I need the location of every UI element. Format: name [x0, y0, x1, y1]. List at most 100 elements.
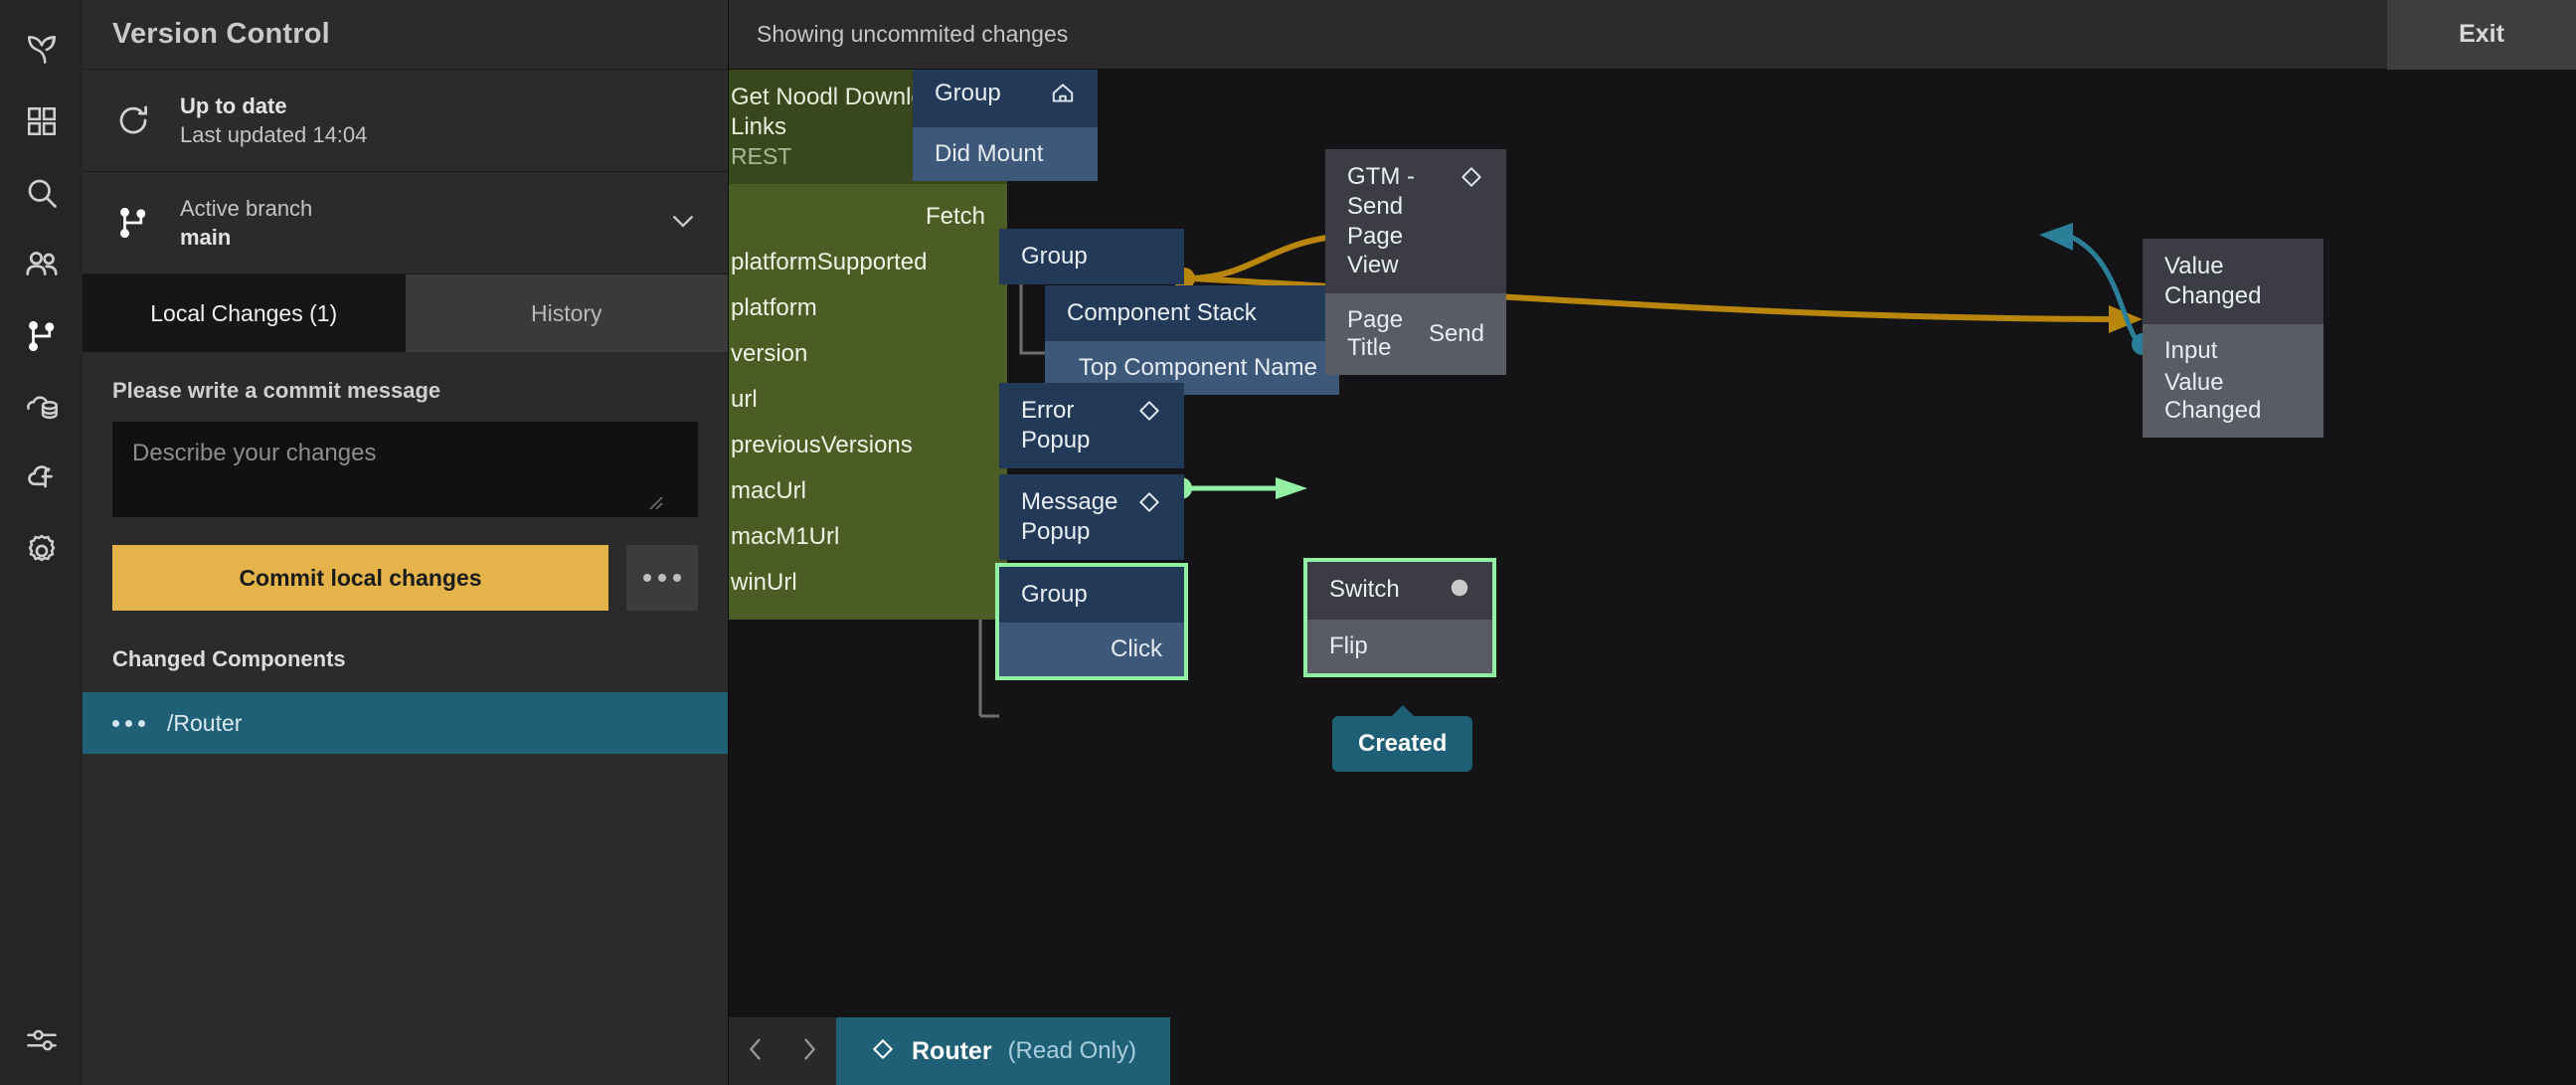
- sync-status-text: Up to date Last updated 14:04: [180, 91, 698, 149]
- tab-local-changes[interactable]: Local Changes (1): [83, 274, 406, 353]
- rail-item-noodl-logo[interactable]: [0, 14, 83, 86]
- node-graph-canvas[interactable]: Get Noodl Download Links REST Fetch plat…: [729, 70, 2576, 1085]
- port-platformsupported[interactable]: platformSupported: [731, 249, 928, 276]
- node-header: Group: [913, 70, 1098, 127]
- commit-message-input[interactable]: [112, 422, 698, 518]
- page-title: Version Control: [83, 0, 728, 70]
- node-header: GTM - Send Page View: [1325, 149, 1506, 293]
- node-title: Switch: [1329, 576, 1400, 603]
- node-header: Group: [999, 229, 1184, 284]
- diamond-icon: [870, 1036, 896, 1067]
- dot: [658, 574, 666, 583]
- diamond-icon: [1136, 489, 1162, 523]
- port-previousversions[interactable]: previousVersions: [731, 432, 913, 459]
- node-header: Value Changed: [2143, 239, 2323, 324]
- commit-more-options-button[interactable]: [626, 545, 698, 612]
- gear-icon: [23, 532, 61, 570]
- node-get-noodl-download-links[interactable]: Get Noodl Download Links REST Fetch plat…: [729, 70, 1007, 621]
- port-did-mount[interactable]: Did Mount: [935, 139, 1044, 167]
- node-title: Group: [1021, 243, 1088, 270]
- port-winurl[interactable]: winUrl: [731, 569, 797, 597]
- badge-pointer: [1390, 705, 1415, 717]
- row-more-options-icon[interactable]: [112, 719, 145, 727]
- node-body: Page Title Send: [1325, 293, 1506, 375]
- node-header: Group: [999, 567, 1184, 623]
- node-group-click[interactable]: Group Click: [995, 563, 1188, 680]
- cloud-services-icon: [23, 389, 61, 427]
- active-branch-row[interactable]: Active branch main: [83, 172, 728, 275]
- node-value-changed[interactable]: Value Changed Input Value Changed: [2143, 239, 2323, 438]
- node-body: Did Mount: [913, 126, 1098, 181]
- active-branch-value: main: [180, 225, 232, 251]
- node-body: Flip: [1307, 619, 1492, 673]
- status-badge-created: Created: [1332, 705, 1473, 772]
- node-title: Group: [935, 80, 1001, 106]
- node-group-root[interactable]: Group Did Mount: [913, 70, 1098, 181]
- tab-history[interactable]: History: [405, 274, 728, 353]
- cloud-functions-icon: [23, 460, 61, 498]
- port-row-page-title-send: Page Title Send: [1325, 293, 1506, 375]
- dot: [643, 574, 651, 583]
- port-click[interactable]: Click: [1111, 635, 1162, 662]
- port-macurl[interactable]: macUrl: [731, 477, 806, 505]
- rail-item-cloud-functions[interactable]: [0, 444, 83, 515]
- icon-rail: [0, 0, 83, 1085]
- rail-item-search[interactable]: [0, 157, 83, 229]
- collaborators-icon: [23, 246, 61, 283]
- rail-item-cloud-services[interactable]: [0, 372, 83, 444]
- chevron-down-icon[interactable]: [668, 206, 698, 241]
- rail-item-settings[interactable]: [0, 515, 83, 587]
- sync-status-sub: Last updated 14:04: [180, 122, 368, 148]
- nav-prev-button[interactable]: [729, 1017, 782, 1085]
- breadcrumb-title: Router: [912, 1036, 992, 1065]
- port-send[interactable]: Send: [1428, 320, 1484, 347]
- node-error-popup[interactable]: Error Popup: [999, 383, 1184, 468]
- node-title: Error Popup: [1021, 397, 1091, 453]
- version-control-panel: Version Control Up to date Last updated …: [83, 0, 729, 1085]
- rail-item-components[interactable]: [0, 86, 83, 157]
- port-version[interactable]: version: [731, 340, 808, 368]
- rail-item-collaborators[interactable]: [0, 229, 83, 300]
- port-page-title[interactable]: Page Title: [1347, 306, 1404, 361]
- changed-components-header: Changed Components: [112, 646, 346, 672]
- dot: [125, 719, 132, 727]
- rail-item-version-control[interactable]: [0, 300, 83, 372]
- exit-button[interactable]: Exit: [2387, 0, 2576, 70]
- active-branch-text: Active branch main: [180, 194, 642, 252]
- node-switch[interactable]: Switch Flip: [1303, 558, 1496, 677]
- commit-input-wrap: [112, 422, 698, 518]
- port-url[interactable]: url: [731, 386, 758, 414]
- node-title: Component Stack: [1067, 299, 1257, 326]
- port-value-changed[interactable]: Value Changed: [2164, 368, 2262, 424]
- dot: [138, 719, 145, 727]
- node-message-popup[interactable]: Message Popup: [999, 474, 1184, 560]
- breadcrumb-router[interactable]: Router (Read Only): [836, 1017, 1170, 1085]
- noodl-logo-icon: [23, 31, 61, 69]
- port-macm1url[interactable]: macM1Url: [731, 523, 840, 551]
- changed-component-name: /Router: [167, 709, 243, 736]
- commit-section: Please write a commit message Commit loc…: [83, 352, 728, 612]
- node-component-stack[interactable]: Component Stack Top Component Name: [1045, 285, 1339, 395]
- node-subtitle: REST: [731, 143, 792, 170]
- node-group-child[interactable]: Group: [999, 229, 1184, 284]
- nav-next-button[interactable]: [782, 1017, 836, 1085]
- port-flip[interactable]: Flip: [1329, 632, 1368, 659]
- node-title: GTM - Send Page View: [1347, 163, 1415, 279]
- sync-status-row[interactable]: Up to date Last updated 14:04: [83, 70, 728, 173]
- port-platform[interactable]: platform: [731, 294, 817, 322]
- port-fetch[interactable]: Fetch: [925, 203, 985, 231]
- node-gtm-send-page-view[interactable]: GTM - Send Page View Page Title Send: [1325, 149, 1506, 375]
- breadcrumb-readonly: (Read Only): [1007, 1037, 1136, 1064]
- refresh-icon[interactable]: [112, 102, 154, 138]
- main-area: Showing uncommited changes Exit: [729, 0, 2576, 1085]
- port-input[interactable]: Input: [2164, 336, 2218, 364]
- node-body: Fetch platformSupported platform version…: [729, 184, 1007, 621]
- port-top-component-name[interactable]: Top Component Name: [1078, 354, 1317, 381]
- home-icon: [1050, 81, 1076, 114]
- active-branch-label: Active branch: [180, 196, 313, 222]
- changed-component-row-router[interactable]: /Router: [83, 692, 728, 755]
- rail-item-editor-settings[interactable]: [0, 1013, 83, 1085]
- node-header: Switch: [1307, 562, 1492, 620]
- commit-local-changes-button[interactable]: Commit local changes: [112, 545, 608, 612]
